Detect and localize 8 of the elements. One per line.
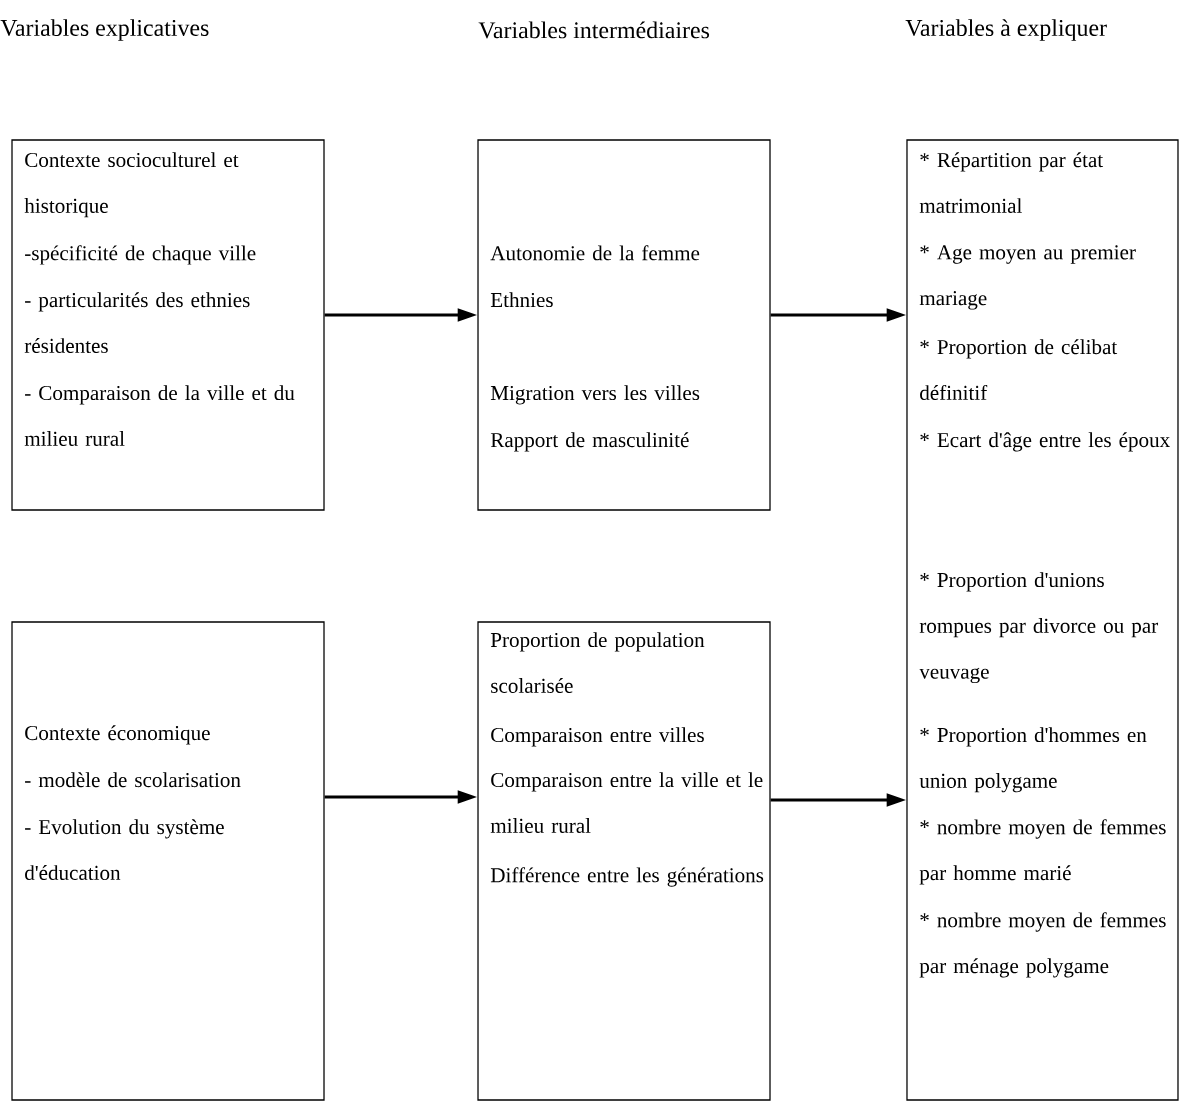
variable-box: Contexte économique - modèle de scolarisation - Evolution du système d'éducation [11,621,325,1101]
column-heading: Variables explicatives [0,19,209,41]
variable-box: Contexte socioculturel et historique -spécificité de chaque ville - particularités des ethnies résidentes - Comparaison de la ville et du milieu rural [11,139,325,511]
column-heading: Variables intermédiaires [478,21,710,39]
variable-box: Proportion de population scolarisée Comparaison entre villes Comparaison entre la ville et le milieu rural Différence entre les générations [477,621,771,1101]
column-heading: Variables à expliquer [905,19,1107,41]
variable-box: Autonomie de la femme Ethnies Migration vers les villes Rapport de masculinité [477,139,771,511]
variable-box: * Répartition par état matrimonial * Age moyen au premier mariage * Proportion de célibat définitif * Ecart d'âge entre les époux * Proportion d'unions rompues par divorce ou par veuvage * Proportion d'hommes en union polygame * nombre moyen de femmes par homme marié * nombre moyen de femmes par ménage polygame [906,139,1179,1101]
